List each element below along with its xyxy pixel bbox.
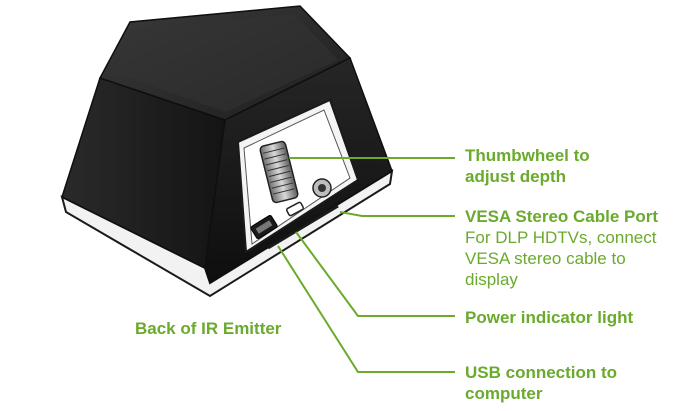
power-indicator [286,201,304,217]
back-of-emitter-label-text: Back of IR Emitter [135,319,282,338]
vesa-port-desc-line-1: For DLP HDTVs, connect [465,228,657,247]
usb-label-line-1: USB connection to [465,363,618,382]
thumbwheel-label: Thumbwheel to adjust depth [465,145,590,187]
power-indicator-leader [295,231,455,317]
usb-leader [277,245,455,373]
vesa-port-leader [339,211,455,217]
vesa-port [312,178,332,198]
vesa-port-desc-line-2: VESA stereo cable to [465,249,626,268]
vesa-port-title: VESA Stereo Cable Port [465,207,659,226]
power-indicator-label: Power indicator light [465,307,633,328]
thumbwheel-label-line-1: Thumbwheel to [465,146,590,165]
usb-label-line-2: computer [465,384,543,403]
back-of-emitter-label: Back of IR Emitter [135,318,281,339]
callout-lines [277,157,455,373]
vesa-port-desc-line-3: display [465,270,518,289]
thumbwheel [259,140,299,204]
vesa-port-label: VESA Stereo Cable Port For DLP HDTVs, co… [465,206,658,290]
thumbwheel-label-line-2: adjust depth [465,167,567,186]
power-indicator-label-text: Power indicator light [465,308,634,327]
usb-label: USB connection to computer [465,362,617,404]
usb-port [250,214,278,240]
